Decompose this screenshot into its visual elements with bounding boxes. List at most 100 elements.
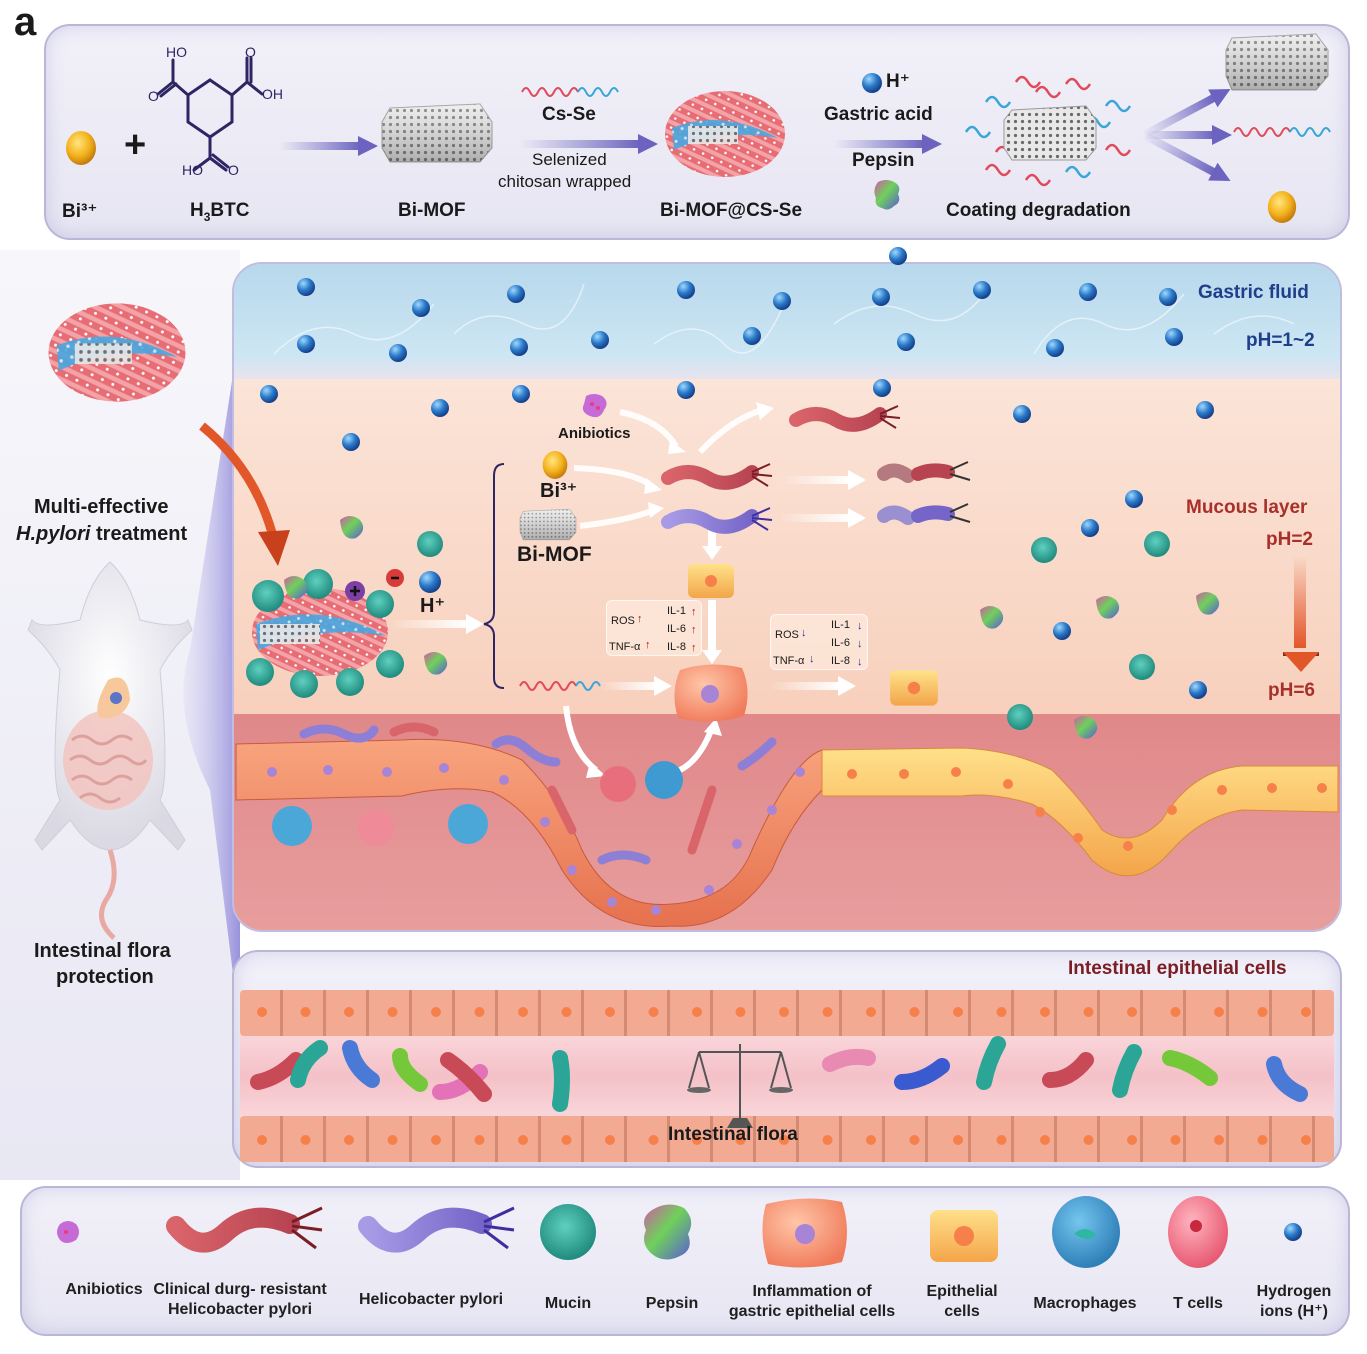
gastric-acid-label: Gastric acid [824, 104, 933, 125]
cell-nucleus [909, 1007, 920, 1017]
hydrogen-ion [260, 385, 278, 403]
ros-up-label: ROS [611, 615, 635, 627]
hydrogen-ion [510, 338, 528, 356]
cell-nucleus [1257, 1007, 1268, 1017]
cell-nucleus [996, 1007, 1007, 1017]
hydrogen-ion [1081, 519, 1099, 537]
atom-o-top: O [245, 44, 256, 60]
bi-mof-stomach-icon [519, 508, 577, 541]
arrow-wrapping [520, 134, 658, 154]
gastric-ph-label: pH=1~2 [1246, 330, 1315, 351]
hydrogen-ion [389, 344, 407, 362]
hpylori-killed [877, 503, 971, 525]
legend-label-line2: ions (H⁺) [1260, 1303, 1328, 1320]
cell-nucleus [1083, 1135, 1094, 1145]
cytokines-down-box: ROS ↓ TNF-α ↓ IL-1 IL-6 IL-8 ↓↓↓ [770, 614, 868, 670]
cell-nucleus [561, 1007, 572, 1017]
arrow-chain [600, 676, 672, 696]
il6-down-label: IL-6 [831, 637, 850, 649]
cell-nucleus [822, 1007, 833, 1017]
hydrogen-ion [419, 571, 441, 593]
water-texture [273, 283, 1295, 355]
cell-nucleus [518, 1007, 528, 1017]
arrow-to-brace [390, 614, 484, 634]
cell-nucleus [561, 1135, 572, 1145]
hydrogen-ion [873, 379, 891, 397]
legend-item-label: Macrophages [975, 1294, 1195, 1314]
delivery-arrow [199, 422, 290, 566]
hydrogen-ion [897, 333, 915, 351]
pepsin-label: Pepsin [852, 150, 915, 171]
bacterium [290, 1040, 328, 1088]
hpylori-target [661, 507, 773, 534]
il6-up-label: IL-6 [667, 623, 686, 635]
hydrogen-ion [342, 433, 360, 451]
tnf-up-label: TNF-α [609, 641, 641, 653]
hydrogen-ion [591, 331, 609, 349]
gut-bacteria [250, 1036, 1308, 1112]
cell-nucleus [735, 1007, 746, 1017]
il1-up-label: IL-1 [667, 605, 686, 617]
cell-nucleus [866, 1007, 876, 1017]
cell-nucleus [300, 1007, 311, 1017]
legend-t-cell-icon [1168, 1196, 1228, 1268]
il-up-arrows: ↑↑↑ [691, 606, 697, 654]
balance-scale-icon [687, 1044, 793, 1128]
ph-2-label: pH=2 [1266, 529, 1313, 550]
cell-nucleus [953, 1007, 963, 1017]
hydrogen-ion [297, 278, 315, 296]
cell-nucleus [1257, 1135, 1268, 1145]
bi-mof-cs-se-label: Bi-MOF@CS-Se [660, 200, 803, 221]
hydrogen-ion [1053, 622, 1071, 640]
hydrogen-ion [1165, 328, 1183, 346]
legend-epithelial-cell-icon [930, 1210, 998, 1262]
cell-nucleus [1127, 1007, 1137, 1017]
cell-nucleus [257, 1135, 267, 1145]
bismuth-ion-icon [66, 131, 96, 165]
bacterium [552, 1050, 570, 1112]
cs-se-label: Cs-Se [542, 104, 596, 125]
cell-nucleus [822, 1135, 833, 1145]
hydrogen-ion [1159, 288, 1177, 306]
legend-item-label: Anibiotics [0, 1280, 214, 1300]
arrows-products [1142, 88, 1232, 182]
epithelium-nuclei [257, 1007, 1311, 1145]
cell-nucleus [474, 1135, 485, 1145]
zoom-wedge [183, 330, 240, 1030]
h3btc-label-rest: BTC [210, 200, 250, 221]
cell-nucleus [996, 1135, 1007, 1145]
bacterium [342, 1040, 380, 1088]
plus-sign: + [124, 124, 147, 166]
mucus-particles [340, 516, 1220, 739]
wrap-label-1: Selenized [532, 150, 607, 169]
mechanism-arrows [519, 405, 971, 696]
atom-ho-bottom: HO [182, 162, 203, 178]
legend-label-line1: Inflammation of [752, 1283, 872, 1300]
ros-down-arrow: ↓ [801, 627, 807, 639]
atom-oh-right: OH [262, 86, 283, 102]
hydrogen-ion [1013, 405, 1031, 423]
cell-nucleus [779, 1007, 789, 1017]
h3btc-label: H3BTC [190, 200, 249, 224]
legend-label-line1: Epithelial [926, 1283, 998, 1300]
mechanism-brace [483, 463, 505, 689]
hydrogen-ion [677, 381, 695, 399]
released-bismuth-ion-icon [1267, 191, 1297, 223]
cell-nucleus [344, 1135, 354, 1145]
bi3-stomach-label: Bi³⁺ [540, 480, 578, 502]
cell-nucleus [387, 1135, 398, 1145]
gastric-fluid-label: Gastric fluid [1198, 282, 1309, 303]
atom-o-left: O [148, 88, 159, 104]
hydrogen-ion [297, 335, 315, 353]
cell-nucleus [1040, 1007, 1050, 1017]
wrap-label-2: chitosan wrapped [498, 172, 632, 191]
hpylori-resistant-target [661, 463, 773, 490]
hydrogen-ion [431, 399, 449, 417]
hydrogen-ions-field [260, 247, 1214, 699]
bi-ion-label: Bi³⁺ [62, 201, 98, 222]
h-plus-stomach-label: H⁺ [420, 595, 445, 617]
cell-nucleus [866, 1135, 876, 1145]
cell-nucleus [1214, 1135, 1224, 1145]
